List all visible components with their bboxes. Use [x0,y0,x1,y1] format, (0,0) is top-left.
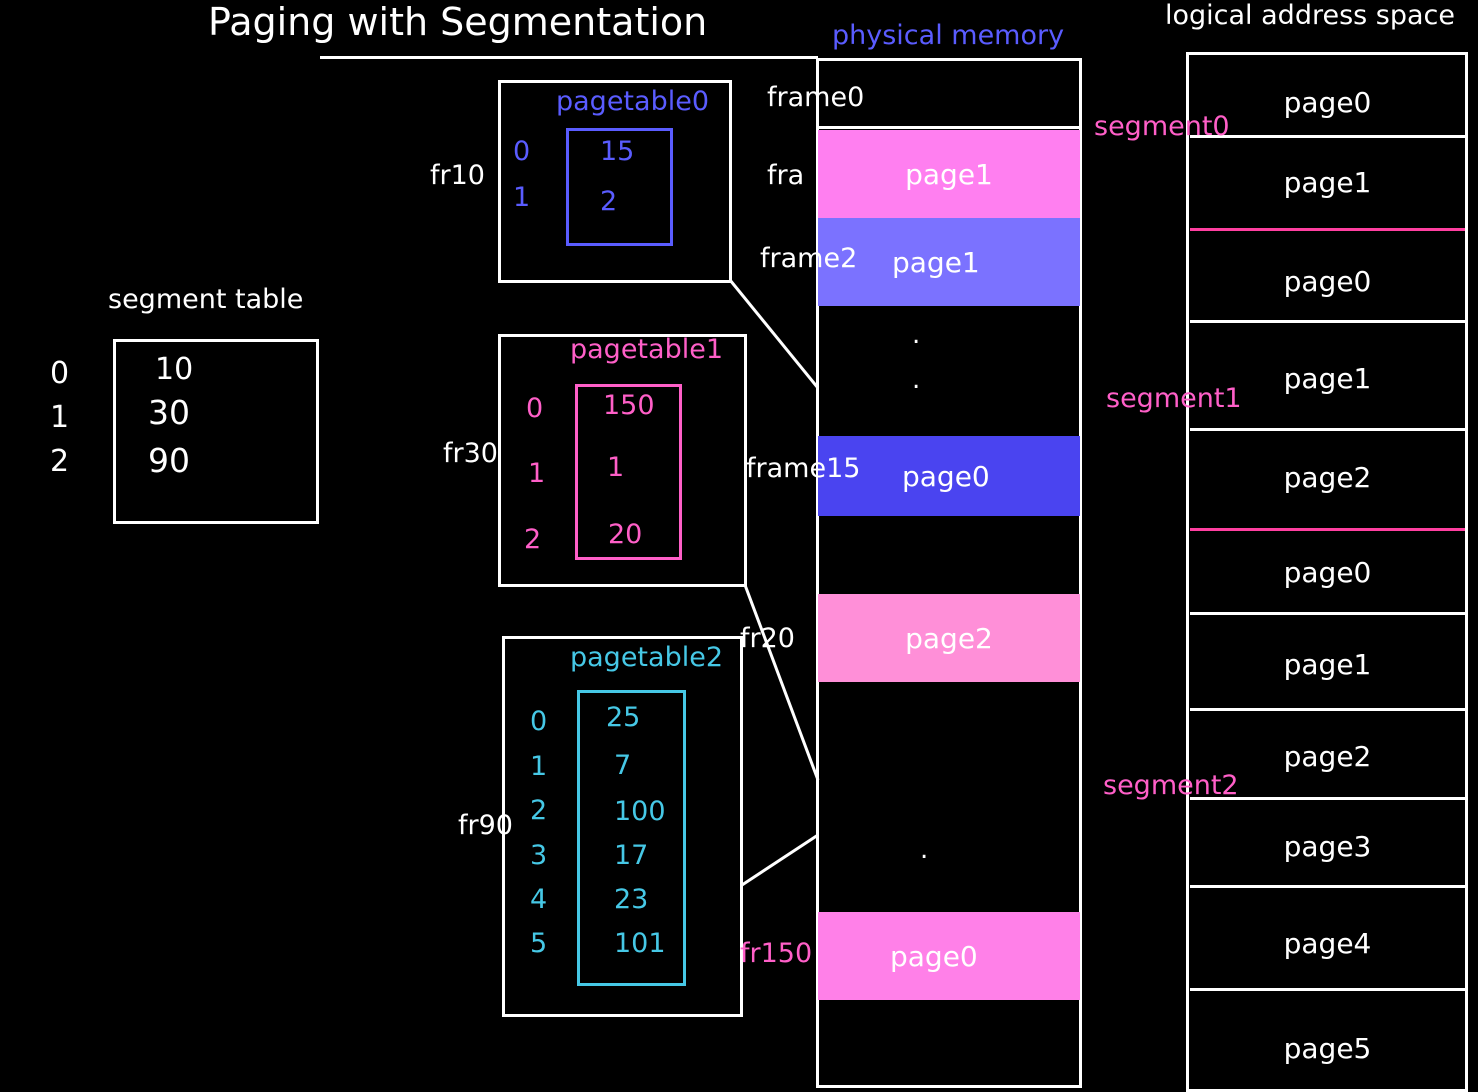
title-underline [320,56,818,59]
memory-block: page2 [818,594,1080,682]
ellipsis-dot: . [912,365,921,395]
segment-table [113,339,319,524]
logical-page: page0 [1283,86,1372,119]
segment-base: 30 [148,393,190,432]
connector-pt0 [728,279,820,389]
connector-pt1 [743,584,820,781]
segment-table-label: segment table [108,284,304,315]
pagetable2-frame: 17 [614,840,649,871]
logical-page: page0 [1283,556,1372,589]
segment-index: 2 [50,444,70,479]
diagram-title: Paging with Segmentation [208,0,708,44]
connector-pt2 [741,833,819,887]
pagetable2-index: 5 [530,928,548,959]
pagetable2-index: 0 [530,706,548,737]
pagetable2-index: 1 [530,751,548,782]
pagetable1-title: pagetable1 [570,334,723,365]
memory-block: page0 [818,436,1080,516]
page-divider [1190,320,1465,323]
page-divider [1190,135,1465,138]
pagetable2-frames-box [577,690,686,986]
pagetable0-title: pagetable0 [556,86,709,117]
segment-index: 0 [50,356,70,391]
pagetable1-index: 0 [526,393,544,424]
page-divider [1190,885,1465,888]
pagetable2-frame: 101 [614,928,666,959]
ellipsis-dot: . [920,835,929,865]
frame-label: fra [767,160,805,191]
pagetable2-box [502,636,743,1017]
pagetable2-frame: 7 [614,750,632,781]
pagetable1-frame: 150 [603,390,655,421]
segment-index: 1 [50,400,70,435]
logical-page: page5 [1283,1032,1372,1065]
memory-block: page1 [818,218,1080,306]
memory-block: page1 [818,130,1080,218]
logical-page: page0 [1283,265,1372,298]
pagetable1-frame: 20 [608,519,643,550]
page-divider [1190,797,1465,800]
ellipsis-dot: . [912,320,921,350]
frame-label: fr20 [740,623,795,654]
frame-label: fr150 [740,938,813,969]
pagetable2-index: 2 [530,795,548,826]
logical-address-space-label: logical address space [1165,0,1455,31]
pagetable0-frame: 2 [600,186,618,217]
page-divider [1190,428,1465,431]
physical-memory-label: physical memory [832,20,1065,51]
pagetable2-frame: 100 [614,796,666,827]
logical-page: page2 [1283,461,1372,494]
pagetable2-frame: 25 [606,702,641,733]
frame-label: frame15 [746,453,861,484]
segment-label: segment0 [1094,111,1230,142]
pagetable1-frame: 1 [607,452,625,483]
frame-label: frame2 [760,243,858,274]
pagetable0-frame: 15 [600,136,635,167]
pagetable2-index: 3 [530,840,548,871]
logical-page: page1 [1283,362,1372,395]
pagetable1-box [498,334,747,587]
memory-block: page0 [818,912,1080,1000]
pagetable2-index: 4 [530,884,548,915]
frame-divider [818,126,1080,129]
frame-label: frame0 [767,82,865,113]
segment-base: 90 [148,441,190,480]
segment-divider [1190,528,1465,531]
pagetable1-index: 1 [528,458,546,489]
pagetable0-frames-box [566,128,673,246]
segment-base: 10 [155,352,194,387]
pagetable2-frame: 23 [614,884,649,915]
pagetable1-index: 2 [524,524,542,555]
pagetable0-box [498,80,732,283]
segment-divider [1190,228,1465,231]
page-divider [1190,988,1465,991]
pagetable0-location: fr10 [430,160,485,191]
logical-page: page4 [1283,927,1372,960]
pagetable2-title: pagetable2 [570,642,723,673]
segment-label: segment2 [1103,770,1239,801]
page-divider [1190,708,1465,711]
pagetable2-location: fr90 [458,810,513,841]
page-divider [1190,612,1465,615]
logical-page: page1 [1283,648,1372,681]
logical-page: page3 [1283,830,1372,863]
pagetable0-index: 1 [513,182,531,213]
pagetable1-location: fr30 [443,438,498,469]
logical-page: page2 [1283,740,1372,773]
logical-page: page1 [1283,166,1372,199]
segment-label: segment1 [1106,383,1242,414]
pagetable1-frames-box [575,384,682,560]
pagetable0-index: 0 [513,136,531,167]
